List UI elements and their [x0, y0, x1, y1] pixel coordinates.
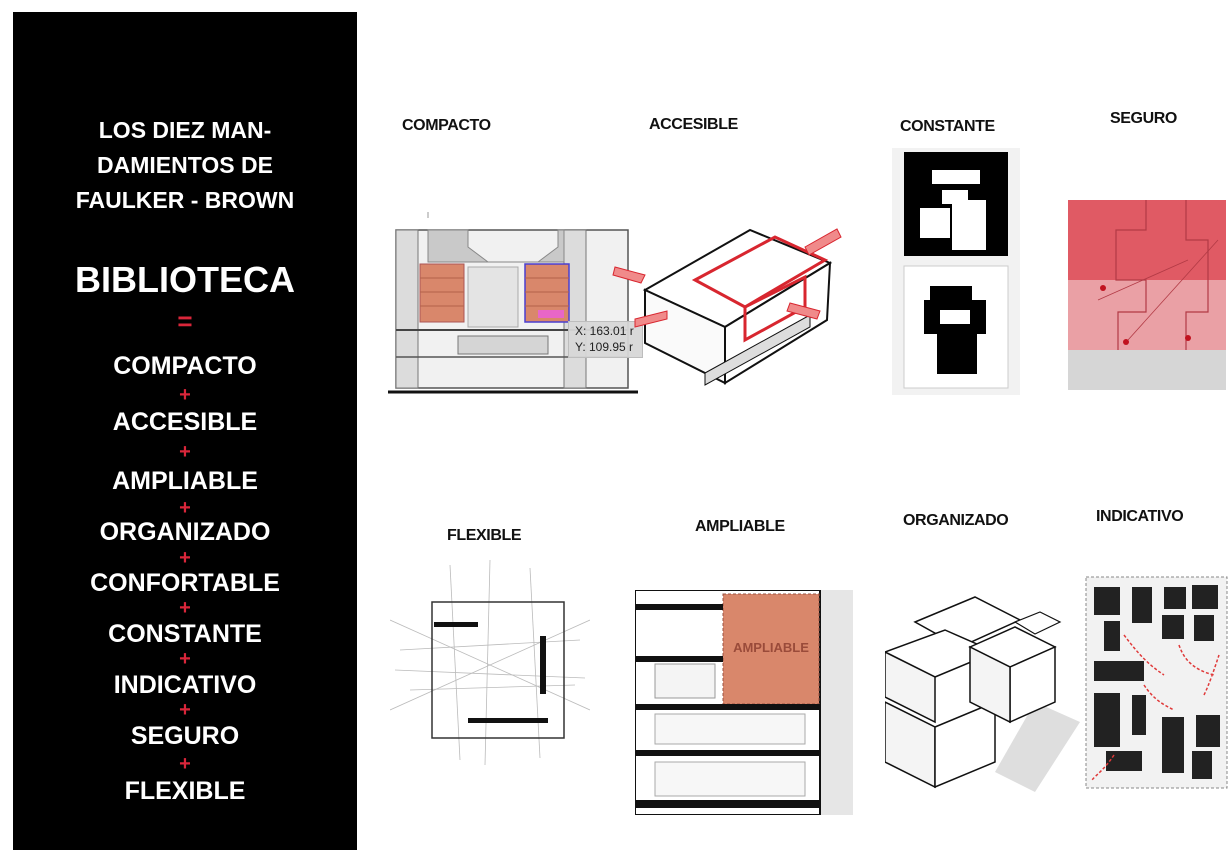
flexible-plan-drawing [390, 560, 590, 765]
plus-sign: + [179, 597, 191, 619]
principle-flexible: FLEXIBLE [124, 777, 246, 805]
principle-compacto: COMPACTO [113, 352, 257, 380]
panel-title: LOS DIEZ MAN- DAMIENTOS DE FAULKER - BRO… [13, 113, 357, 218]
plus-sign: + [179, 648, 191, 670]
title-line-2: DAMIENTOS DE [97, 152, 273, 178]
compacto-section-drawing [388, 212, 638, 397]
plus-sign: + [179, 547, 191, 569]
constante-pattern-tiles [892, 148, 1020, 395]
principle-accesible: ACCESIBLE [112, 408, 258, 436]
plus-sign: + [179, 441, 191, 463]
plus-sign: + [179, 699, 191, 721]
principle-organizado: ORGANIZADO [99, 518, 271, 546]
principle-seguro: SEGURO [130, 722, 240, 750]
title-line-1: LOS DIEZ MAN- [98, 117, 272, 143]
label-flexible: FLEXIBLE [447, 527, 522, 544]
seguro-plan-drawing [1068, 200, 1226, 390]
ampliable-overlay-text: AMPLIABLE [733, 640, 809, 655]
label-indicativo: INDICATIVO [1096, 508, 1184, 525]
plus-sign: + [179, 753, 191, 775]
coordinate-x: X: 163.01 r [575, 324, 634, 338]
principle-constante: CONSTANTE [108, 620, 262, 648]
coordinate-tooltip: X: 163.01 r Y: 109.95 r [568, 321, 643, 358]
principle-indicativo: INDICATIVO [113, 671, 257, 699]
plus-sign: + [179, 384, 191, 406]
plus-sign: + [179, 497, 191, 519]
label-ampliable: AMPLIABLE [695, 518, 785, 535]
title-panel: LOS DIEZ MAN- DAMIENTOS DE FAULKER - BRO… [13, 12, 357, 850]
label-seguro: SEGURO [1110, 110, 1177, 127]
label-constante: CONSTANTE [900, 118, 995, 135]
principle-confortable: CONFORTABLE [90, 569, 280, 597]
organizado-isometric-blocks [885, 592, 1085, 802]
main-label: BIBLIOTECA [75, 259, 295, 300]
ampliable-section-drawing: AMPLIABLE [635, 590, 853, 815]
coordinate-y: Y: 109.95 r [575, 340, 634, 354]
accesible-isometric-drawing [612, 228, 842, 386]
principle-ampliable: AMPLIABLE [112, 467, 258, 495]
label-compacto: COMPACTO [402, 117, 491, 134]
title-line-3: FAULKER - BROWN [75, 187, 295, 213]
label-accesible: ACCESIBLE [649, 116, 738, 133]
equals-sign: = [177, 306, 193, 336]
label-organizado: ORGANIZADO [903, 512, 1009, 529]
indicativo-plan-drawing [1085, 576, 1228, 789]
